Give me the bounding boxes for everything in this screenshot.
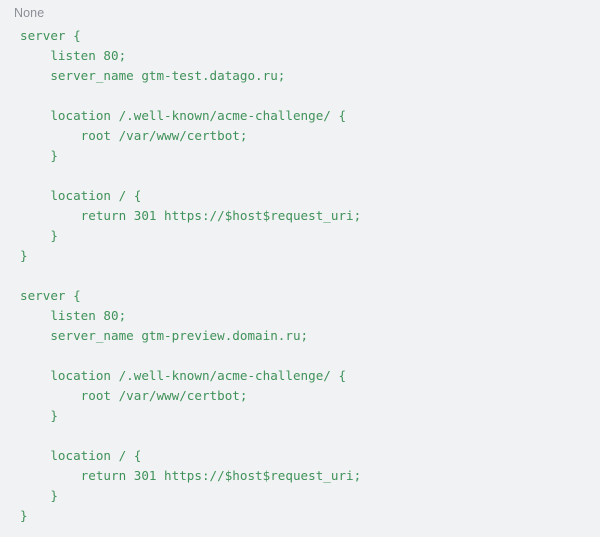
code-line: return 301 https://$host$request_uri; xyxy=(20,468,362,483)
code-line: } xyxy=(20,408,58,423)
code-line: return 301 https://$host$request_uri; xyxy=(20,208,362,223)
code-line: server { xyxy=(20,288,81,303)
code-line: location /.well-known/acme-challenge/ { xyxy=(20,368,347,383)
code-line: listen 80; xyxy=(20,308,127,323)
code-line xyxy=(20,426,600,446)
code-line xyxy=(20,86,600,106)
code-line: root /var/www/certbot; xyxy=(20,128,248,143)
code-line: } xyxy=(20,488,58,503)
code-content: server { listen 80; server_name gtm-test… xyxy=(20,26,600,526)
code-line xyxy=(20,346,600,366)
code-line: } xyxy=(20,228,58,243)
code-line: location / { xyxy=(20,448,142,463)
code-line: server_name gtm-preview.domain.ru; xyxy=(20,328,309,343)
code-line: } xyxy=(20,248,28,263)
code-block[interactable]: server { listen 80; server_name gtm-test… xyxy=(0,26,600,526)
code-line: location / { xyxy=(20,188,142,203)
code-line: root /var/www/certbot; xyxy=(20,388,248,403)
code-line: } xyxy=(20,508,28,523)
code-line: listen 80; xyxy=(20,48,127,63)
snippet-language-label: None xyxy=(14,6,45,20)
code-line: location /.well-known/acme-challenge/ { xyxy=(20,108,347,123)
code-line: server { xyxy=(20,28,81,43)
code-line: server_name gtm-test.datago.ru; xyxy=(20,68,286,83)
code-line: } xyxy=(20,148,58,163)
code-line xyxy=(20,266,600,286)
code-line xyxy=(20,166,600,186)
